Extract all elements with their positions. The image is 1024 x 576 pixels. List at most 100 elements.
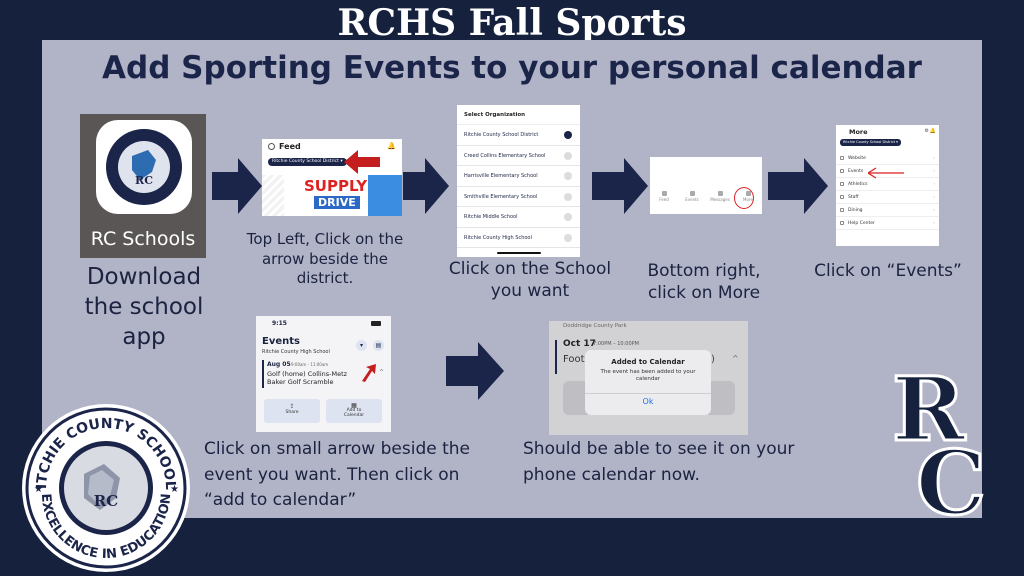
app-icon[interactable]: RC RC Schools — [80, 114, 206, 258]
more-item-athletics[interactable]: Athletics› — [836, 178, 939, 191]
district-label: Ritchie County School District — [272, 159, 339, 164]
ok-button[interactable]: Ok — [642, 397, 654, 406]
radio-icon — [564, 151, 572, 160]
added-to-calendar-alert: Added to Calendar The event has been add… — [585, 350, 711, 415]
events-screenshot: 9:15 Events Ritchie County High School ▾… — [256, 316, 391, 432]
arrow-right-icon — [446, 342, 504, 400]
filter-icon[interactable]: ▾ — [356, 340, 367, 351]
red-pointer-arrow-icon — [344, 150, 380, 174]
radio-icon — [564, 213, 572, 221]
more-item-events[interactable]: Events › — [836, 165, 939, 178]
page-title: RCHS Fall Sports — [337, 2, 687, 44]
alert-event-time: 7:00PM – 10:00PM — [593, 341, 639, 347]
alert-body: The event has been added to your calenda… — [600, 369, 696, 383]
chevron-right-icon: › — [933, 208, 935, 213]
events-title: Events — [262, 336, 300, 347]
red-pointer-arrow-icon — [868, 167, 904, 179]
step-calendar-caption: Should be able to see it on your phone c… — [523, 439, 795, 485]
menu-item-icon — [840, 208, 844, 212]
tab-events[interactable]: Events — [682, 191, 702, 207]
organization-option[interactable]: Ritchie County High School — [457, 228, 580, 248]
district-selector[interactable]: Ritchie County School District ▾ — [268, 158, 347, 166]
highlight-circle — [734, 187, 754, 209]
menu-item-label: Website — [848, 156, 866, 161]
calendar-view-icon[interactable]: ▤ — [373, 340, 384, 351]
tab-label: Events — [685, 197, 699, 202]
messages-tab-icon — [717, 191, 723, 196]
more-item-staff[interactable]: Staff› — [836, 191, 939, 204]
share-label: Share — [285, 410, 299, 415]
organization-option[interactable]: Creed Collins Elementary School — [457, 146, 580, 166]
menu-item-label: Events — [848, 169, 864, 174]
alert-title: Added to Calendar — [611, 358, 685, 366]
ritchie-county-schools-seal: RC RITCHIE COUNTY SCHOOLS EXCELLENCE IN … — [20, 402, 190, 572]
menu-item-label: Athletics — [848, 182, 868, 187]
event-time: 9:00am - 11:00am — [291, 362, 329, 367]
feed-title: Feed — [279, 142, 301, 151]
status-time: 9:15 — [272, 320, 287, 327]
more-title: More — [849, 128, 868, 136]
org-heading: Select Organization — [457, 105, 580, 125]
banner-text-drive: DRIVE — [314, 196, 360, 209]
arrow-right-icon — [768, 158, 828, 214]
svg-text:★: ★ — [34, 484, 43, 495]
step-download-caption: Download the school app — [84, 264, 204, 350]
chevron-right-icon: › — [933, 221, 935, 226]
radio-icon — [564, 172, 572, 180]
page-subtitle: Add Sporting Events to your personal cal… — [102, 50, 922, 86]
gear-icon: ⚙ — [924, 128, 929, 134]
share-icon: ⇪ — [289, 403, 295, 410]
menu-item-icon — [840, 156, 844, 160]
share-button[interactable]: ⇪ Share — [264, 399, 320, 423]
tab-messages[interactable]: Messages — [710, 191, 730, 207]
tab-label: Messages — [710, 197, 730, 202]
menu-item-label: Help Center — [848, 221, 875, 226]
organization-option[interactable]: Ritchie Middle School — [457, 207, 580, 228]
added-to-calendar-screenshot: Doddridge County Park Oct 17 7:00PM – 10… — [549, 321, 748, 435]
tab-feed[interactable]: Feed — [654, 191, 674, 207]
more-item-website[interactable]: Website› — [836, 152, 939, 165]
alert-event-name: Foot — [563, 354, 585, 365]
feed-tab-icon — [661, 191, 667, 196]
svg-text:★: ★ — [170, 484, 179, 495]
chevron-right-icon: › — [933, 195, 935, 200]
red-pointer-arrow-icon — [362, 364, 376, 382]
organization-name: Ritchie County School District — [464, 132, 539, 138]
app-logo-icon: RC — [106, 129, 182, 205]
menu-item-icon — [840, 169, 844, 173]
menu-item-label: Dining — [848, 208, 863, 213]
app-icon-label: RC Schools — [90, 228, 196, 250]
alert-event-date: Oct 17 — [563, 339, 596, 349]
arrow-right-icon — [403, 158, 449, 214]
organization-option[interactable]: Harrisville Elementary School — [457, 166, 580, 187]
organization-option[interactable]: Ritchie County School District — [457, 125, 580, 146]
event-location: Doddridge County Park — [563, 323, 627, 329]
events-tab-icon — [689, 191, 695, 196]
chevron-down-icon: ▾ — [340, 159, 343, 164]
radio-icon — [564, 233, 572, 242]
calendar-add-icon: ▦ — [351, 402, 357, 409]
organization-name: Ritchie County High School — [464, 234, 532, 241]
menu-item-icon — [840, 195, 844, 199]
rc-corner-logo: R C — [891, 362, 987, 524]
organization-name: Smithville Elementary School — [464, 193, 538, 200]
organization-option[interactable]: Smithville Elementary School — [457, 187, 580, 207]
svg-text:RC: RC — [135, 174, 153, 187]
events-school: Ritchie County High School — [262, 349, 330, 355]
chevron-right-icon: › — [933, 169, 935, 174]
more-item-dining[interactable]: Dining › — [836, 204, 939, 217]
svg-text:C: C — [916, 431, 986, 524]
select-organization-screenshot: Select Organization Ritchie County Schoo… — [457, 105, 580, 257]
district-selector[interactable]: Ritchie County School District ▾ — [840, 139, 901, 146]
expand-chevron-icon[interactable]: ^ — [379, 369, 385, 376]
arrow-right-icon — [592, 158, 648, 214]
add-to-calendar-button[interactable]: ▦ Add to Calendar — [326, 399, 382, 423]
step-events-caption: Click on “Events” — [814, 261, 962, 281]
menu-item-icon — [840, 221, 844, 225]
more-menu-list: Website›Events›Athletics›Staff›Dining›He… — [836, 152, 939, 230]
organization-name: Harrisville Elementary School — [464, 173, 538, 179]
event-name: Golf (home) Collins-Metz Baker Golf Scra… — [267, 370, 348, 387]
more-item-help-center[interactable]: Help Center › — [836, 217, 939, 230]
feed-screenshot: Feed 🔔 Ritchie County School District ▾ … — [262, 139, 402, 216]
